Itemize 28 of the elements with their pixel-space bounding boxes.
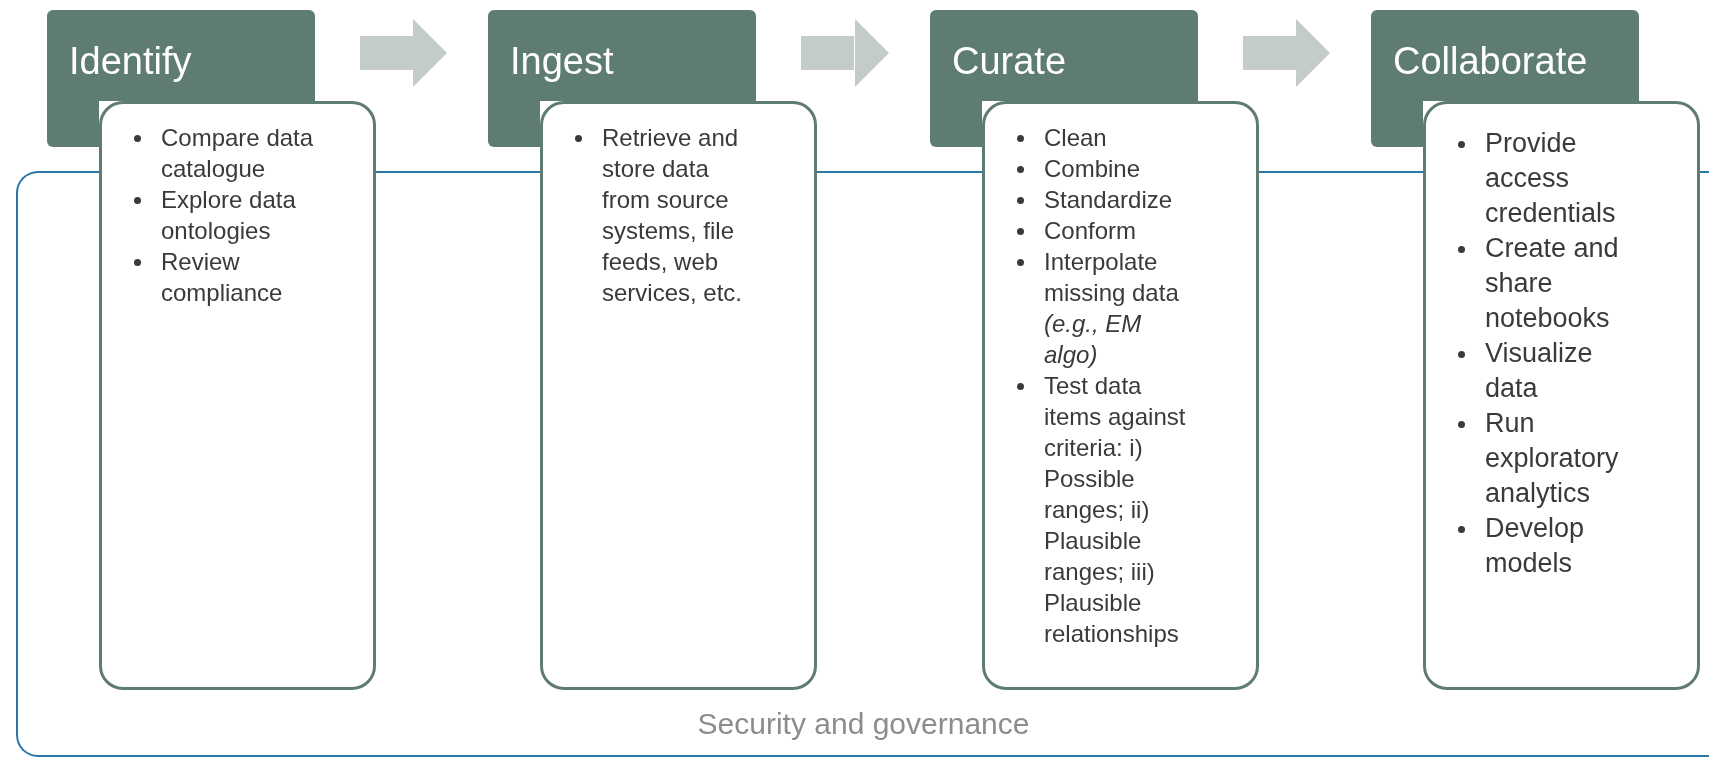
task-card [540, 101, 817, 690]
bullet-item: Create and share notebooks [1485, 233, 1619, 333]
bullet-item: Conform [1044, 217, 1137, 244]
bullet-item: Combine [1044, 155, 1141, 182]
bullet-item: Standardize [1044, 186, 1173, 213]
band-label: Security and governance [697, 707, 1030, 741]
bullet-item: Compare data catalogue [161, 124, 314, 182]
bullet-item: Develop models [1485, 513, 1585, 578]
step-title: Curate [952, 39, 1067, 84]
task-card [99, 101, 376, 690]
bullet-item: Clean [1044, 124, 1107, 151]
bullet-item: Explore data ontologies [161, 186, 296, 244]
task-card [982, 101, 1259, 690]
bullet-item: Review compliance [161, 248, 283, 306]
step-header [488, 10, 756, 101]
bullet-item: Run exploratory analytics [1485, 408, 1619, 508]
step-header [930, 10, 1198, 101]
step-header [47, 10, 315, 101]
bullet-item: Interpolate missing data (e.g., EM algo) [1044, 248, 1179, 368]
step-header [1371, 10, 1639, 101]
task-card [1423, 101, 1700, 690]
bullet-item: Visualize data [1485, 338, 1593, 403]
bullet-item: Retrieve and store data from source systems, file feeds, web services, etc. [602, 124, 743, 306]
step-title: Collaborate [1393, 39, 1588, 84]
bullet-item: Provide access credentials [1485, 128, 1616, 228]
step-title: Identify [69, 39, 192, 84]
bullet-item: Test data items against criteria: i) Possible ranges; ii) Plausible ranges; iii) Plausible relationships [1044, 372, 1186, 647]
step-title: Ingest [510, 39, 614, 84]
